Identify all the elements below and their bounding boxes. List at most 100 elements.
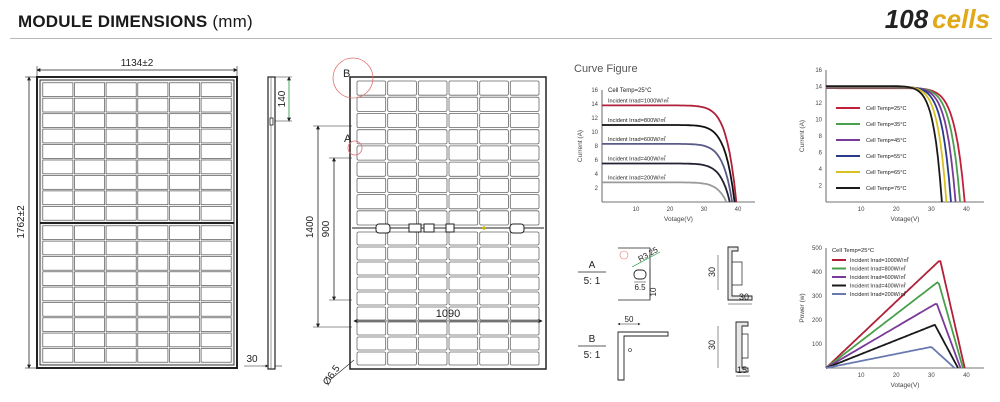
back-cell (509, 129, 540, 145)
side-mount-slot (269, 117, 274, 126)
front-cell (169, 206, 200, 221)
front-cell (74, 206, 105, 221)
front-cell (200, 271, 232, 286)
front-cell (105, 317, 137, 332)
y-tick-label: 10 (815, 118, 822, 124)
back-cell (417, 194, 448, 210)
back-cell (387, 96, 417, 112)
front-cell (169, 97, 200, 113)
junction-box-left (375, 223, 391, 234)
back-cell (387, 291, 417, 306)
y-tick-label: 200 (812, 318, 823, 324)
back-cell (479, 161, 509, 177)
front-cell (169, 144, 200, 159)
back-cell (356, 80, 387, 96)
y-tick-label: 14 (815, 85, 822, 91)
callout-b-circle (332, 57, 374, 99)
brand-word: cells (932, 4, 990, 34)
brand-number: 108 (884, 4, 929, 34)
front-cell (137, 271, 169, 286)
series-line (826, 85, 943, 203)
back-cell (417, 291, 448, 306)
back-cell (509, 336, 540, 351)
front-cell (105, 175, 137, 190)
back-cell (417, 261, 448, 276)
front-cell (137, 175, 169, 190)
front-cell (200, 159, 232, 175)
detail-b-scale: 5: 1 (584, 350, 601, 361)
back-cell (479, 210, 509, 226)
detail-b-frame (617, 331, 669, 381)
front-cell (200, 332, 232, 348)
front-cell (200, 144, 232, 159)
back-cell (356, 145, 387, 161)
back-cell (448, 194, 479, 210)
dim-1090-label: 1090 (436, 308, 460, 320)
front-cell (105, 144, 137, 159)
legend-label: Incident Irrad=600W/㎡ (850, 273, 906, 281)
back-cell (417, 210, 448, 226)
back-cell (509, 210, 540, 226)
back-cell (448, 351, 479, 366)
front-cell (42, 271, 74, 286)
title-unit: (mm) (212, 12, 253, 31)
front-cell (169, 159, 200, 175)
front-cell (169, 113, 200, 128)
front-cell (105, 97, 137, 113)
x-tick-label: 20 (893, 207, 900, 213)
y-tick-label: 12 (815, 101, 822, 107)
profile-1-shape (727, 246, 753, 301)
front-cell (169, 175, 200, 190)
y-tick-label: 500 (812, 246, 823, 252)
y-tick-label: 2 (819, 184, 823, 190)
back-cell (509, 306, 540, 321)
front-cell (200, 97, 232, 113)
front-cell (42, 240, 74, 256)
back-cell (387, 276, 417, 291)
x-tick-label: 10 (858, 373, 865, 379)
series-line (825, 260, 966, 369)
chart-annotation: Cell Temp=25°C (608, 88, 652, 94)
front-cell (137, 82, 169, 97)
front-cell (137, 286, 169, 302)
back-cell (448, 231, 479, 246)
legend-label: Cell Temp=65°C (866, 170, 907, 176)
back-cell (417, 80, 448, 96)
title-text: MODULE DIMENSIONS (18, 12, 208, 31)
front-cell (74, 332, 105, 348)
front-cell (74, 286, 105, 302)
back-cell (387, 210, 417, 226)
legend-label: Cell Temp=35°C (866, 122, 907, 128)
y-tick-label: 100 (812, 342, 823, 348)
front-cell (105, 225, 137, 240)
front-cell (137, 128, 169, 144)
back-cell (509, 194, 540, 210)
front-cell (137, 206, 169, 221)
back-cell (448, 291, 479, 306)
front-cell (74, 144, 105, 159)
back-cell (387, 321, 417, 336)
frame-profile-2: 30 15 (707, 321, 750, 377)
front-height-label: 1762±2 (16, 205, 27, 239)
back-cell (509, 261, 540, 276)
x-tick-label: 40 (963, 373, 970, 379)
front-cell (137, 240, 169, 256)
series-label: Incident Irrad=200W/㎡ (608, 173, 666, 181)
chart-annotation: Cell Temp=25°C (832, 248, 874, 254)
back-cell (417, 351, 448, 366)
back-cell (448, 177, 479, 193)
front-cell (169, 256, 200, 271)
back-cell (417, 96, 448, 112)
back-cell (356, 96, 387, 112)
back-cell (387, 80, 417, 96)
detail-b: B 5: 1 50 (578, 315, 669, 381)
back-cell (387, 194, 417, 210)
back-cell (356, 113, 387, 129)
back-cell (356, 129, 387, 145)
front-cell (169, 348, 200, 363)
front-cell (137, 256, 169, 271)
back-cell (356, 321, 387, 336)
back-cell (356, 161, 387, 177)
front-cell-grid (42, 82, 232, 363)
